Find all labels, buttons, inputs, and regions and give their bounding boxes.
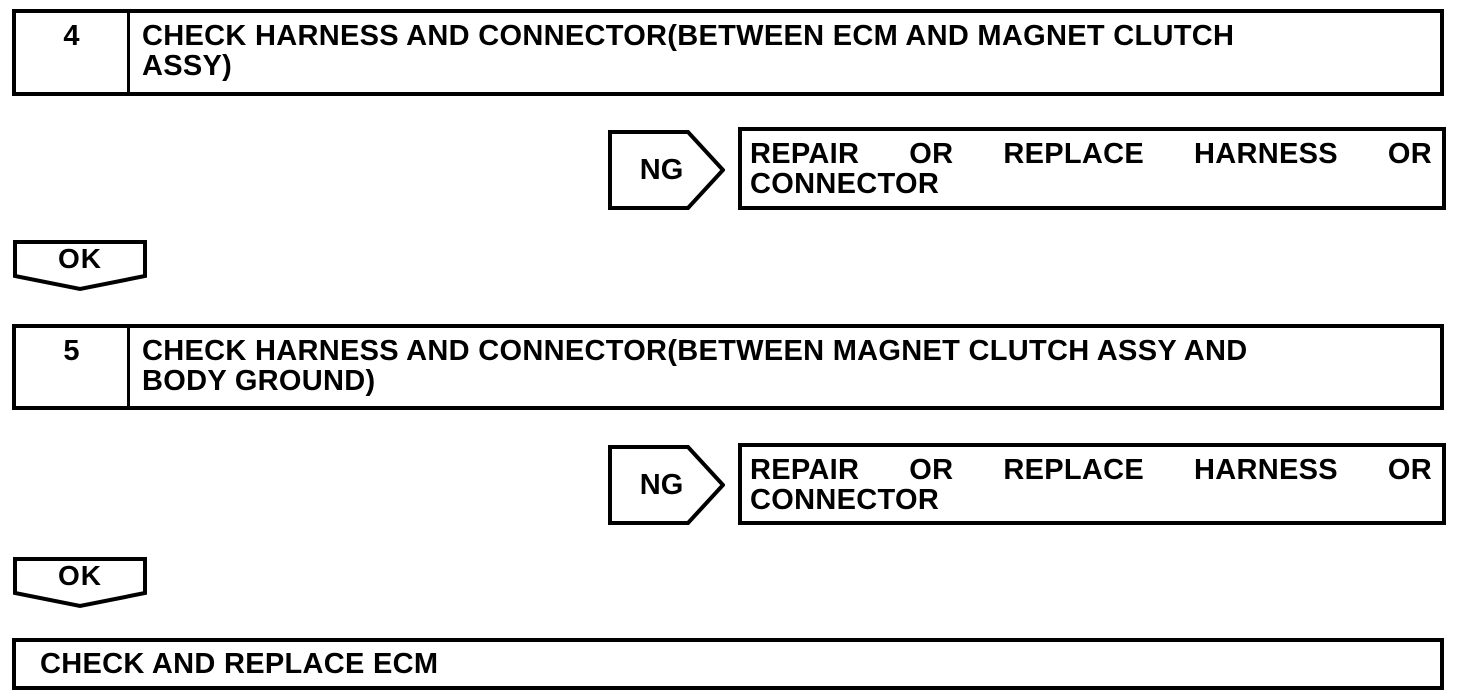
step-4-ng-arrow: NG — [608, 130, 725, 210]
step-4-result-box: REPAIR OR REPLACE HARNESS OR CONNECTOR — [738, 127, 1446, 210]
step-4-ok-arrow: OK — [13, 240, 147, 292]
step-4-ok-label: OK — [58, 243, 102, 274]
step-4-box: 4 CHECK HARNESS AND CONNECTOR(BETWEEN EC… — [12, 9, 1444, 96]
ng-pointer-icon — [608, 130, 725, 210]
final-action-text: CHECK AND REPLACE ECM — [40, 647, 439, 680]
step-4-result-line1: REPAIR OR REPLACE HARNESS OR — [750, 138, 1432, 170]
step-5-ok-label: OK — [58, 560, 102, 591]
step-4-ng-label: NG — [639, 153, 684, 186]
step-4-title-line2: ASSY) — [142, 50, 233, 82]
step-5-result-box: REPAIR OR REPLACE HARNESS OR CONNECTOR — [738, 443, 1446, 525]
step-5-ng-arrow: NG — [608, 445, 725, 525]
step-4-title: CHECK HARNESS AND CONNECTOR(BETWEEN ECM … — [130, 13, 1440, 92]
step-5-ok-arrow: OK — [13, 557, 147, 609]
final-action-box: CHECK AND REPLACE ECM — [12, 638, 1444, 690]
ng-pointer-icon — [608, 445, 725, 525]
step-4-title-line1: CHECK HARNESS AND CONNECTOR(BETWEEN ECM … — [142, 20, 1235, 52]
step-4-number: 4 — [16, 13, 130, 92]
step-5-ng-label: NG — [639, 468, 684, 501]
ok-pointer-icon — [13, 557, 147, 609]
step-5-title-line1: CHECK HARNESS AND CONNECTOR(BETWEEN MAGN… — [142, 335, 1248, 367]
step-5-result-line2: CONNECTOR — [750, 484, 940, 516]
step-5-number: 5 — [16, 328, 130, 406]
step-4-result-line2: CONNECTOR — [750, 168, 940, 200]
step-5-title: CHECK HARNESS AND CONNECTOR(BETWEEN MAGN… — [130, 328, 1440, 406]
ok-pointer-icon — [13, 240, 147, 292]
step-5-result-line1: REPAIR OR REPLACE HARNESS OR — [750, 454, 1432, 486]
step-5-title-line2: BODY GROUND) — [142, 365, 376, 397]
step-5-box: 5 CHECK HARNESS AND CONNECTOR(BETWEEN MA… — [12, 324, 1444, 410]
